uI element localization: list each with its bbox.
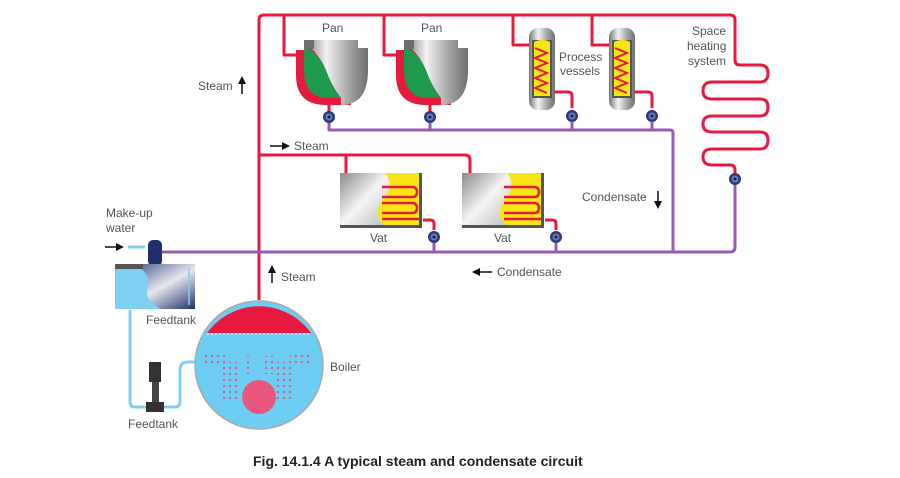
steam-vessel-2-outlet [628,90,654,108]
feedwater-to-pump [128,310,196,409]
arrow-up-icon [238,76,246,94]
flow-arrows [105,76,662,283]
label-boiler: Boiler [330,360,361,374]
labels: Pan Pan Process vessels Space heating sy… [105,21,726,431]
steam-trap-icon [729,173,741,185]
label-process-vessels-1: Process [559,50,602,64]
label-condensate-down: Condensate [582,190,647,204]
condensate-top-header [327,122,675,252]
steam-trap-icon [424,111,436,123]
steam-vat-header [259,153,472,175]
pan-1 [296,40,368,105]
steam-trap-icon [566,110,578,122]
feed-pump [146,362,164,412]
label-space-heating-2: heating [687,39,726,53]
steam-trap-icon [646,110,658,122]
steam-trap-icon [428,231,440,243]
label-makeup-1: Make-up [106,206,153,220]
label-condensate-left: Condensate [497,265,562,279]
arrow-left-icon [472,268,492,276]
label-steam-up-boiler: Steam [281,270,316,284]
steam-vat-2-outlet [545,218,558,230]
label-steam-up-top: Steam [198,79,233,93]
vat-2 [462,173,544,228]
figure-caption: Fig. 14.1.4 A typical steam and condensa… [253,453,583,469]
steam-trap-icon [550,231,562,243]
condensate-lines [162,122,737,254]
steam-lines [257,13,770,300]
process-vessel-1 [529,28,555,110]
steam-branch-pan-2 [382,15,396,57]
arrow-right-icon [270,142,290,150]
condensate-main-return [162,185,737,254]
label-space-heating-3: system [688,54,726,68]
feedtank [115,240,195,309]
label-vat-1: Vat [370,231,388,245]
steam-branch-pan-1 [282,15,296,57]
label-vat-2: Vat [494,231,512,245]
label-makeup-2: water [105,221,135,235]
process-vessel-2 [609,28,635,110]
steam-main-riser [257,13,737,300]
boiler [194,300,324,430]
label-space-heating-1: Space [692,24,726,38]
steam-branch-vessel-1 [511,15,530,47]
vat-1 [340,173,422,228]
steam-branch-vessel-2 [590,15,610,47]
arrow-down-icon [654,191,662,209]
label-feedtank-pump: Feedtank [128,417,179,431]
pan-2 [396,40,468,105]
label-pan-2: Pan [421,21,442,35]
steam-vessel-1-outlet [548,90,574,108]
steam-space-heating-coil [701,59,770,175]
steam-vat-1-outlet [423,218,436,230]
label-feedtank-tank: Feedtank [146,313,197,327]
steam-trap-icon [323,111,335,123]
arrow-right-icon [105,243,124,251]
label-steam-right: Steam [294,139,329,153]
arrow-up-icon [268,265,276,283]
water-lines [128,245,196,409]
label-process-vessels-2: vessels [560,64,600,78]
label-pan-1: Pan [322,21,343,35]
